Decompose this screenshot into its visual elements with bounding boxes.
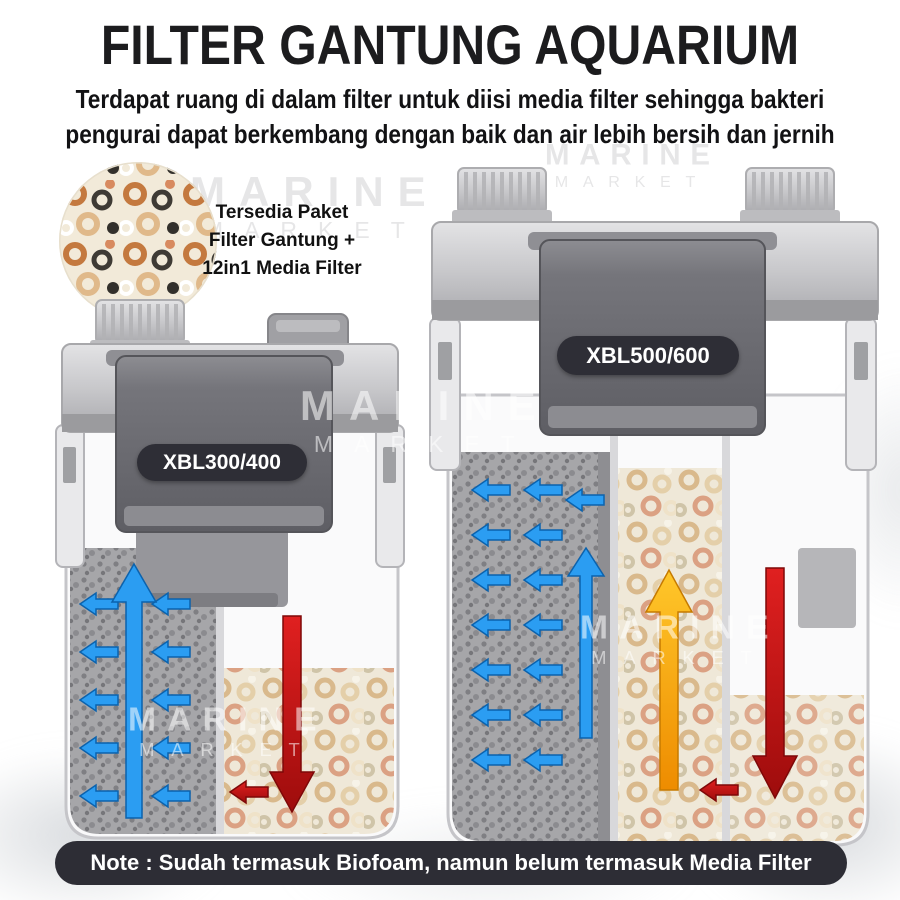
flow-arrow-up-blue-icon (566, 546, 606, 739)
model-badge-xbl300-400: XBL300/400 (137, 444, 307, 481)
note-bar: Note : Sudah termasuk Biofoam, namun bel… (55, 841, 847, 885)
flow-arrow-up-blue-icon (110, 562, 158, 819)
model-badge-xbl500-600: XBL500/600 (557, 336, 739, 375)
flow-arrow-down-red-icon (751, 567, 799, 800)
divider (610, 400, 618, 841)
package-offer-text: Tersedia Paket Filter Gantung + 12in1 Me… (193, 199, 371, 283)
media-pack-texture (59, 162, 217, 320)
package-offer-line1: Tersedia Paket (215, 202, 349, 223)
intake-cap (452, 167, 552, 224)
filter-large-media-bottom (730, 695, 864, 841)
package-offer-line3: 12in1 Media Filter (202, 258, 362, 279)
filter-large-outflow-block (798, 548, 856, 628)
flow-arrows-blue-icon (471, 478, 606, 772)
flow-arrows-blue-icon (79, 562, 191, 819)
filter-large-illustration (429, 167, 879, 847)
page-title: FILTER GANTUNG AQUARIUM (100, 13, 800, 76)
outflow-cap (740, 167, 840, 224)
subtitle-line2: pengurai dapat berkembang dengan baik da… (65, 119, 835, 149)
subtitle-line1: Terdapat ruang di dalam filter untuk dii… (75, 84, 825, 114)
flow-arrow-down-red-icon (268, 615, 316, 814)
media-pack-photo (59, 162, 217, 320)
divider (722, 400, 730, 841)
filter-small-illustration (55, 299, 405, 840)
divider (216, 434, 224, 834)
flow-arrow-up-orange-icon (644, 568, 694, 791)
package-offer-line2: Filter Gantung + (208, 230, 356, 251)
hanger-hooks (429, 317, 877, 471)
filter-small-media-bottom (224, 668, 394, 834)
